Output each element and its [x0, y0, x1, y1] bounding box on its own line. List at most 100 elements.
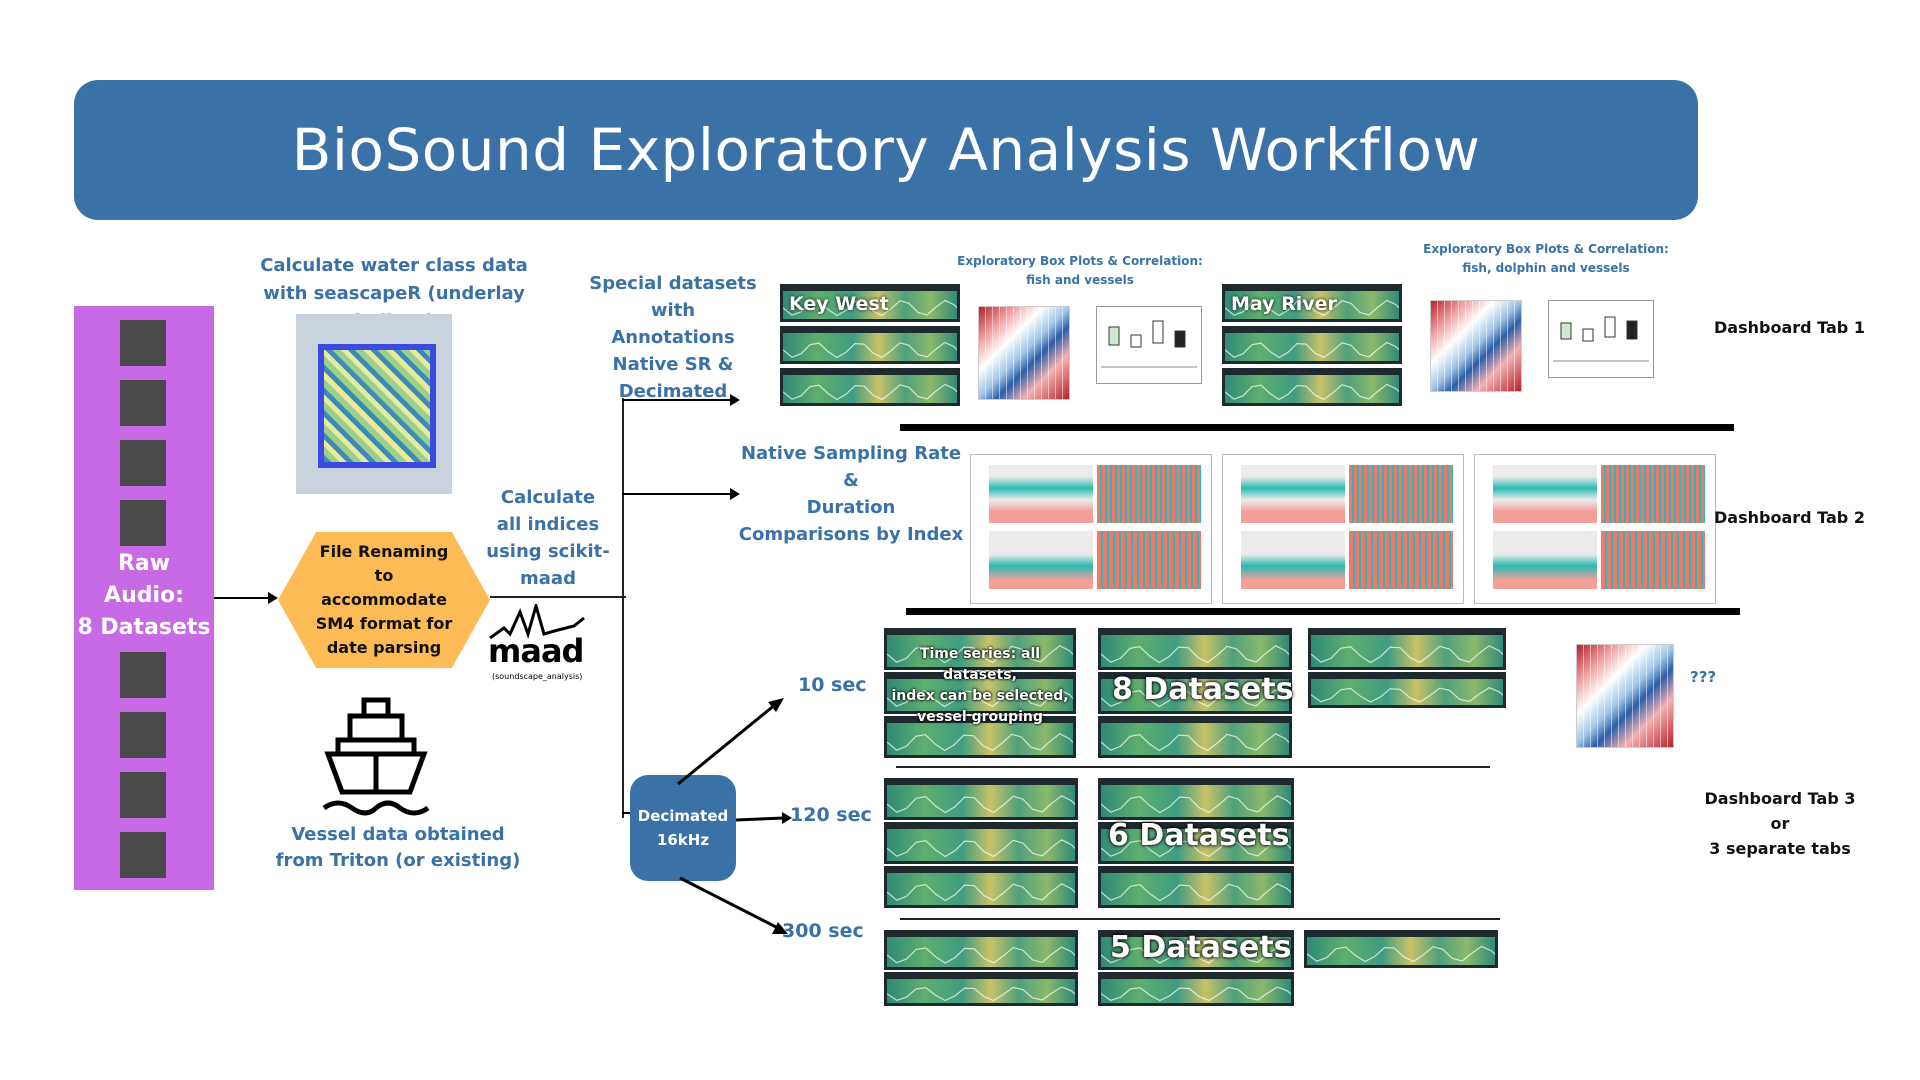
plot-panel: [989, 465, 1093, 523]
spectrogram-thumbnail: [1098, 716, 1292, 758]
waveform-line: [887, 795, 1075, 814]
exploratory-2-line2: fish, dolphin and vessels: [1462, 261, 1630, 275]
spectrogram-thumbnail: [1098, 930, 1294, 970]
time-series-plot: [1222, 454, 1464, 604]
waveform-line: [1225, 341, 1399, 359]
waveform-line: [887, 645, 1073, 664]
spectrogram-thumbnail: [1304, 930, 1498, 968]
plot-panel: [1493, 465, 1597, 523]
waveform-line: [887, 689, 1073, 708]
spectrogram-thumbnail: [1308, 628, 1506, 670]
waveform-line: [1101, 883, 1291, 902]
duration-10-label: 10 sec: [798, 674, 867, 696]
calc-line: maad: [520, 568, 576, 589]
arrow-icon: [735, 812, 792, 824]
raw-audio-line: 8 Datasets: [77, 615, 211, 640]
waveform-line: [887, 986, 1075, 1002]
water-class-line1: Calculate water class data: [260, 255, 528, 276]
exploratory-1-line2: fish and vessels: [1026, 273, 1134, 287]
special-line: Decimated: [618, 381, 728, 402]
plot-panel: [1493, 531, 1597, 589]
waveform-line: [1311, 645, 1503, 664]
film-hole: [120, 320, 166, 366]
correlation-heatmap: [1430, 300, 1522, 392]
spectrogram-thumbnail: [884, 672, 1076, 714]
spectrogram-thumbnail: [1098, 778, 1294, 820]
film-hole: [120, 832, 166, 878]
section-divider: [900, 918, 1500, 920]
spectrogram-thumbnail: [1098, 822, 1294, 864]
dashboard-tab-3-label: Dashboard Tab 3 or 3 separate tabs: [1700, 786, 1860, 861]
special-line: Special datasets with: [589, 273, 757, 321]
duration-300-label: 300 sec: [782, 920, 864, 942]
tab3-line3: 3 separate tabs: [1709, 839, 1851, 858]
arrow-icon: [622, 394, 740, 406]
native-line: Duration: [806, 497, 896, 518]
waveform-line: [887, 733, 1073, 752]
water-class-grid: [318, 344, 436, 468]
vessel-label: Vessel data obtained from Triton (or exi…: [248, 822, 548, 874]
spectrogram-thumbnail: Key West: [780, 284, 960, 322]
waveform-line: [1225, 299, 1399, 317]
native-line: Native Sampling Rate &: [740, 443, 962, 491]
waveform-line: [1225, 383, 1399, 401]
note-line2: index can be selected,: [891, 688, 1069, 704]
spectrogram-thumbnail: [1098, 672, 1292, 714]
native-sampling-label: Native Sampling Rate & Duration Comparis…: [738, 440, 964, 548]
film-hole: [120, 500, 166, 546]
exploratory-1-line1: Exploratory Box Plots & Correlation:: [957, 254, 1203, 268]
waveform-line: [1101, 689, 1289, 708]
plot-panel: [989, 531, 1093, 589]
section-divider: [896, 766, 1490, 768]
datasets-6-label: 6 Datasets: [1108, 818, 1290, 853]
maad-subtitle: (soundscape_analysis): [492, 672, 583, 681]
spectrogram-thumbnail: [780, 326, 960, 364]
waveform-line: [887, 946, 1075, 964]
raw-audio-label: Raw Audio: 8 Datasets: [74, 548, 214, 644]
waveform-line: [1101, 795, 1291, 814]
spectrogram-thumbnail: [884, 628, 1076, 670]
waveform-line: [1101, 733, 1289, 752]
spectrogram-thumbnail: May River: [1222, 284, 1402, 322]
special-datasets-label: Special datasets with Annotations Native…: [568, 270, 778, 405]
note-line3: vessel grouping: [917, 709, 1043, 725]
plot-panel: [1601, 465, 1705, 523]
datasets-8-label: 8 Datasets: [1112, 672, 1294, 707]
waveform-line: [783, 383, 957, 401]
plot-panel: [1241, 531, 1345, 589]
arrow-icon: [677, 698, 784, 786]
film-hole: [120, 712, 166, 758]
title-banner: BioSound Exploratory Analysis Workflow: [74, 80, 1698, 220]
may-river-label: May River: [1231, 293, 1337, 315]
waveform-line: [783, 341, 957, 359]
section-divider: [900, 424, 1734, 431]
exploratory-2-label: Exploratory Box Plots & Correlation: fis…: [1414, 240, 1678, 278]
arrow-icon: [214, 592, 278, 604]
maad-logo-icon: maad (soundscape_analysis): [484, 604, 596, 688]
waveform-line: [887, 839, 1075, 858]
spectrogram-thumbnail: [1098, 972, 1294, 1006]
spectrogram-thumbnail: [884, 972, 1078, 1006]
waveform-line: [1101, 645, 1289, 664]
film-strip-icon: [74, 306, 214, 890]
calculate-indices-label: Calculate all indices using scikit- maad: [478, 484, 618, 592]
raw-audio-line: Raw: [117, 551, 171, 576]
plot-panel: [1349, 465, 1453, 523]
question-marks: ???: [1690, 668, 1717, 686]
vessel-line2: from Triton (or existing): [275, 850, 521, 871]
time-series-plot: [970, 454, 1212, 604]
datasets-5-label: 5 Datasets: [1110, 930, 1292, 965]
maad-wordmark: maad: [488, 632, 584, 670]
waveform-line: [1307, 945, 1495, 963]
spectrogram-thumbnail: [780, 368, 960, 406]
spectrogram-thumbnail: [1098, 866, 1294, 908]
tab3-line2: or: [1770, 814, 1790, 833]
page-title: BioSound Exploratory Analysis Workflow: [291, 116, 1481, 184]
spectrogram-thumbnail: [884, 716, 1076, 758]
native-line: Comparisons by Index: [738, 524, 964, 545]
decimated-line1: Decimated: [637, 807, 729, 825]
waveform-line: [1311, 687, 1503, 703]
time-series-plot: [1474, 454, 1716, 604]
calc-line: all indices: [496, 514, 600, 535]
plot-panel: [1601, 531, 1705, 589]
